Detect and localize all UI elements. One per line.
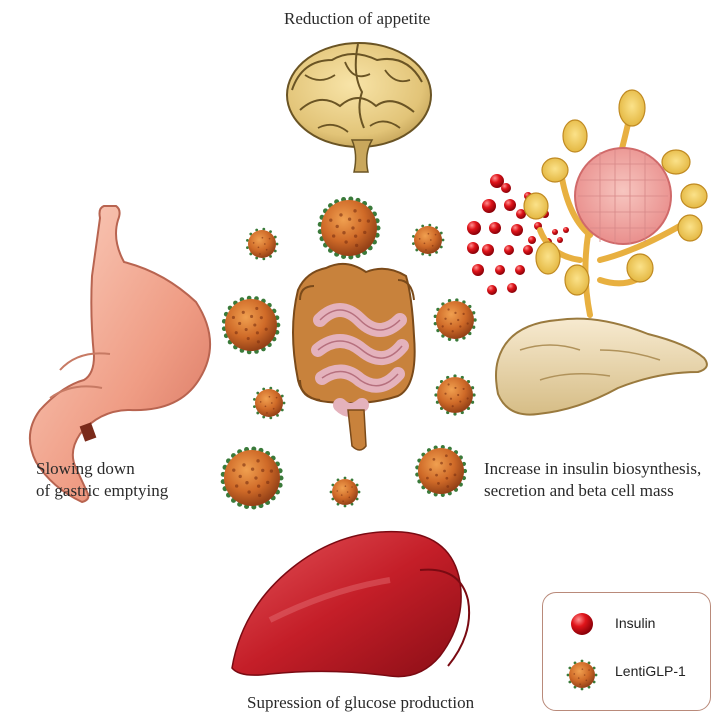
label-appetite-text: Reduction of appetite — [284, 9, 430, 28]
legend-lentiglp1-label: LentiGLP-1 — [615, 663, 686, 679]
pancreas-icon — [496, 319, 707, 415]
brain-icon — [287, 43, 431, 172]
liver-icon — [232, 532, 469, 677]
insulin-droplet-icon — [571, 613, 593, 635]
label-gastric-line2: of gastric emptying — [36, 480, 236, 502]
label-gastric-emptying: Slowing down of gastric emptying — [36, 458, 236, 502]
insulin-droplet — [507, 283, 517, 293]
virus-icon — [253, 387, 285, 420]
virus-icon — [318, 197, 381, 260]
insulin-droplet — [552, 229, 558, 235]
virus-icon — [567, 660, 598, 691]
virus-icon — [567, 660, 598, 691]
insulin-droplet — [511, 224, 523, 236]
label-reduction-of-appetite: Reduction of appetite — [284, 8, 430, 30]
virus-icon — [434, 374, 475, 415]
insulin-droplet — [563, 227, 569, 233]
insulin-droplet — [504, 199, 516, 211]
label-glucose-production: Supression of glucose production — [247, 692, 474, 714]
islet-cell-icon — [524, 90, 707, 315]
virus-icon — [222, 296, 280, 355]
insulin-droplet — [557, 237, 563, 243]
virus-icon — [412, 224, 444, 257]
insulin-droplet — [487, 285, 497, 295]
label-glucose-text: Supression of glucose production — [247, 693, 474, 712]
virus-icon — [415, 445, 467, 497]
insulin-droplet — [472, 264, 484, 276]
virus-icon — [434, 298, 477, 341]
insulin-droplet — [467, 242, 479, 254]
insulin-droplet — [501, 183, 511, 193]
label-insulin-line2: secretion and beta cell mass — [484, 480, 722, 502]
legend: Insulin LentiGLP-1 — [542, 592, 711, 711]
insulin-droplet — [482, 199, 496, 213]
insulin-droplet — [467, 221, 481, 235]
insulin-droplet — [482, 244, 494, 256]
virus-icon — [330, 477, 361, 508]
label-insulin-line1: Increase in insulin biosynthesis, — [484, 458, 722, 480]
insulin-droplet — [523, 245, 533, 255]
insulin-droplet — [495, 265, 505, 275]
legend-insulin-label: Insulin — [615, 615, 655, 631]
label-insulin-biosynthesis: Increase in insulin biosynthesis, secret… — [484, 458, 722, 502]
insulin-droplet — [528, 236, 536, 244]
intestines-icon — [293, 264, 415, 450]
insulin-droplets — [467, 174, 569, 295]
legend-swatches — [543, 593, 710, 710]
label-gastric-line1: Slowing down — [36, 458, 236, 480]
virus-icon — [246, 228, 278, 261]
insulin-droplet — [504, 245, 514, 255]
insulin-droplet — [515, 265, 525, 275]
insulin-droplet — [489, 222, 501, 234]
